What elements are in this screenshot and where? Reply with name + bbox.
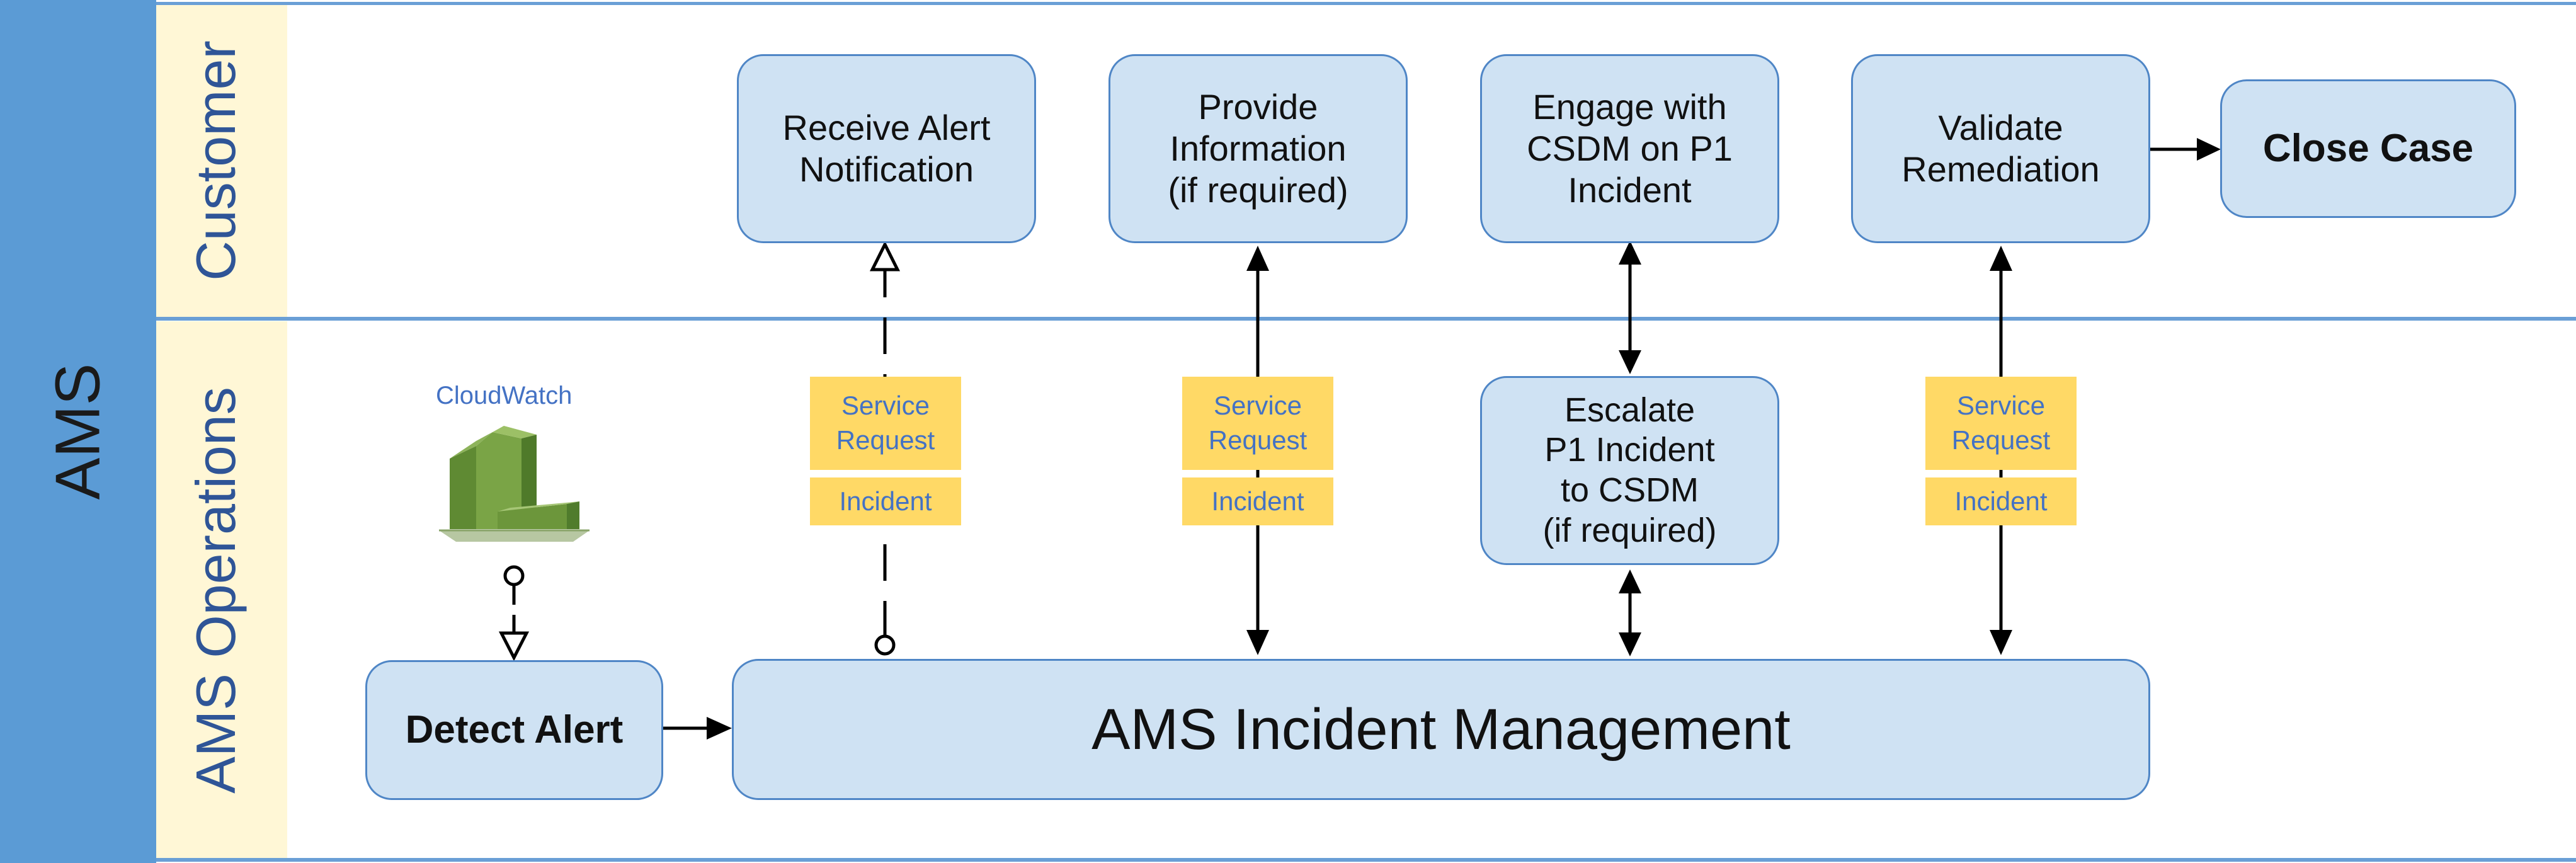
pool-header: AMS <box>0 0 156 863</box>
link-escalate-incident <box>1619 569 1641 656</box>
incident-tag-2: Incident <box>1182 477 1333 525</box>
link-detect-incident <box>663 717 732 740</box>
escalate-p1-node[interactable]: Escalate P1 Incident to CSDM (if require… <box>1480 376 1779 565</box>
engage-csdm-text: Engage with CSDM on P1 Incident <box>1527 86 1733 210</box>
detect-alert-node[interactable]: Detect Alert <box>365 660 663 800</box>
service-request-tag-1: Service Request <box>810 377 961 470</box>
ams-incident-management-text: AMS Incident Management <box>1091 697 1791 762</box>
provide-information-node[interactable]: Provide Information (if required) <box>1108 54 1408 243</box>
lane-divider <box>156 317 2576 321</box>
validate-remediation-node[interactable]: Validate Remediation <box>1851 54 2150 243</box>
escalate-p1-text: Escalate P1 Incident to CSDM (if require… <box>1542 391 1717 549</box>
validate-remediation-text: Validate Remediation <box>1901 107 2100 189</box>
link-engage-escalate <box>1619 241 1641 374</box>
receive-alert-notification-text: Receive Alert Notification <box>782 107 991 189</box>
cloudwatch-icon <box>439 426 590 542</box>
service-request-tag-3-text: Service Request <box>1951 391 2051 455</box>
provide-information-text: Provide Information (if required) <box>1168 86 1348 210</box>
receive-alert-notification-node[interactable]: Receive Alert Notification <box>737 54 1036 243</box>
lane-border-top <box>156 2 2576 5</box>
ams-incident-management-node[interactable]: AMS Incident Management <box>732 659 2150 800</box>
engage-csdm-node[interactable]: Engage with CSDM on P1 Incident <box>1480 54 1779 243</box>
cloudwatch-label: CloudWatch <box>436 382 573 409</box>
service-request-tag-1-text: Service Request <box>836 391 935 455</box>
detect-alert-text: Detect Alert <box>405 708 624 752</box>
incident-tag-3-text: Incident <box>1954 486 2048 516</box>
close-case-node[interactable]: Close Case <box>2220 79 2516 218</box>
lane-header-operations: AMS Operations <box>156 321 287 859</box>
incident-tag-1: Incident <box>810 477 961 525</box>
service-request-tag-2: Service Request <box>1182 377 1333 470</box>
lane-border-bottom <box>156 858 2576 862</box>
link-cloudwatch-detect <box>498 565 530 661</box>
incident-tag-1-text: Incident <box>839 486 932 516</box>
service-request-tag-3: Service Request <box>1925 377 2077 470</box>
incident-tag-3: Incident <box>1925 477 2077 525</box>
service-request-tag-2-text: Service Request <box>1208 391 1308 455</box>
link-validate-close <box>2150 138 2221 161</box>
incident-tag-2-text: Incident <box>1211 486 1304 516</box>
close-case-text: Close Case <box>2262 127 2474 171</box>
lane-header-customer: Customer <box>156 4 287 317</box>
